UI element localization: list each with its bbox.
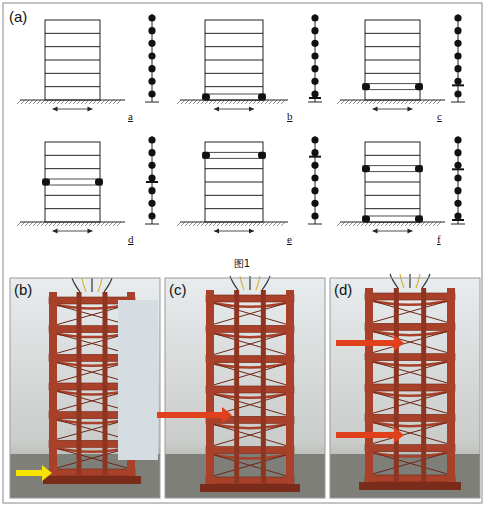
excitation-arrow bbox=[336, 427, 404, 443]
excitation-arrow bbox=[157, 407, 232, 423]
stick-model bbox=[451, 14, 465, 102]
subfigure-label: b bbox=[287, 110, 293, 122]
frame-model bbox=[337, 20, 445, 112]
stick-model bbox=[308, 14, 322, 102]
subfigure-label: e bbox=[287, 233, 292, 245]
figure-caption: 图1 bbox=[234, 257, 250, 271]
stick-model bbox=[451, 136, 465, 224]
stick-model bbox=[145, 14, 159, 102]
subfigure-label: a bbox=[128, 110, 133, 122]
excitation-arrow bbox=[336, 335, 404, 351]
background-building bbox=[118, 300, 158, 460]
panel-label: (a) bbox=[9, 8, 27, 25]
figure-border bbox=[3, 3, 482, 503]
frame-model bbox=[17, 142, 125, 234]
panel-label: (d) bbox=[334, 281, 352, 298]
frame-model bbox=[337, 142, 445, 234]
subfigure-label: f bbox=[437, 233, 441, 245]
panel-label: (b) bbox=[14, 281, 32, 298]
frame-model bbox=[177, 142, 288, 234]
stick-model bbox=[145, 136, 159, 224]
test-photo bbox=[165, 276, 325, 498]
test-photo bbox=[330, 274, 480, 498]
excitation-arrow bbox=[16, 465, 52, 481]
frame-model bbox=[17, 20, 125, 112]
subfigure-label: c bbox=[437, 110, 442, 122]
frame-model bbox=[177, 20, 288, 112]
test-photo bbox=[10, 278, 160, 498]
subfigure-label: d bbox=[128, 233, 134, 245]
panel-label: (c) bbox=[169, 281, 187, 298]
stick-model bbox=[308, 136, 322, 224]
